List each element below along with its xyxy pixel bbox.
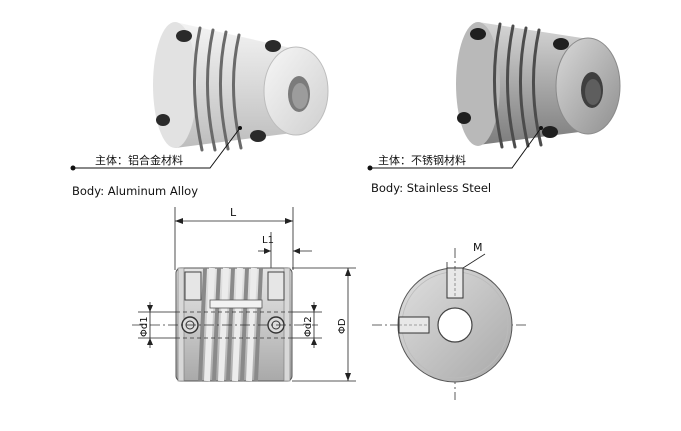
dim-d2-label: Φd2: [303, 316, 314, 337]
aluminum-coupling-photo: [153, 22, 329, 152]
dim-outer-label: ΦD: [337, 318, 348, 334]
end-view-drawing: M: [372, 241, 528, 400]
dim-l1-label: L1: [262, 235, 274, 246]
stainless-coupling-photo: [456, 22, 621, 149]
stainless-material-cn: 主体：不锈钢材料: [378, 153, 466, 167]
stainless-material-en-label: Body: Stainless Steel: [371, 181, 491, 195]
aluminum-material-cn: 主体：铝合金材料: [95, 153, 183, 167]
dim-screw-label: M: [473, 241, 483, 254]
stainless-leader: [367, 126, 543, 171]
side-view-drawing: L L1: [132, 206, 356, 382]
aluminum-material-en-label: Body: Aluminum Alloy: [72, 184, 198, 198]
aluminum-leader: [70, 126, 242, 171]
dim-d1-label: Φd1: [139, 316, 150, 337]
dim-length-label: L: [230, 206, 237, 219]
